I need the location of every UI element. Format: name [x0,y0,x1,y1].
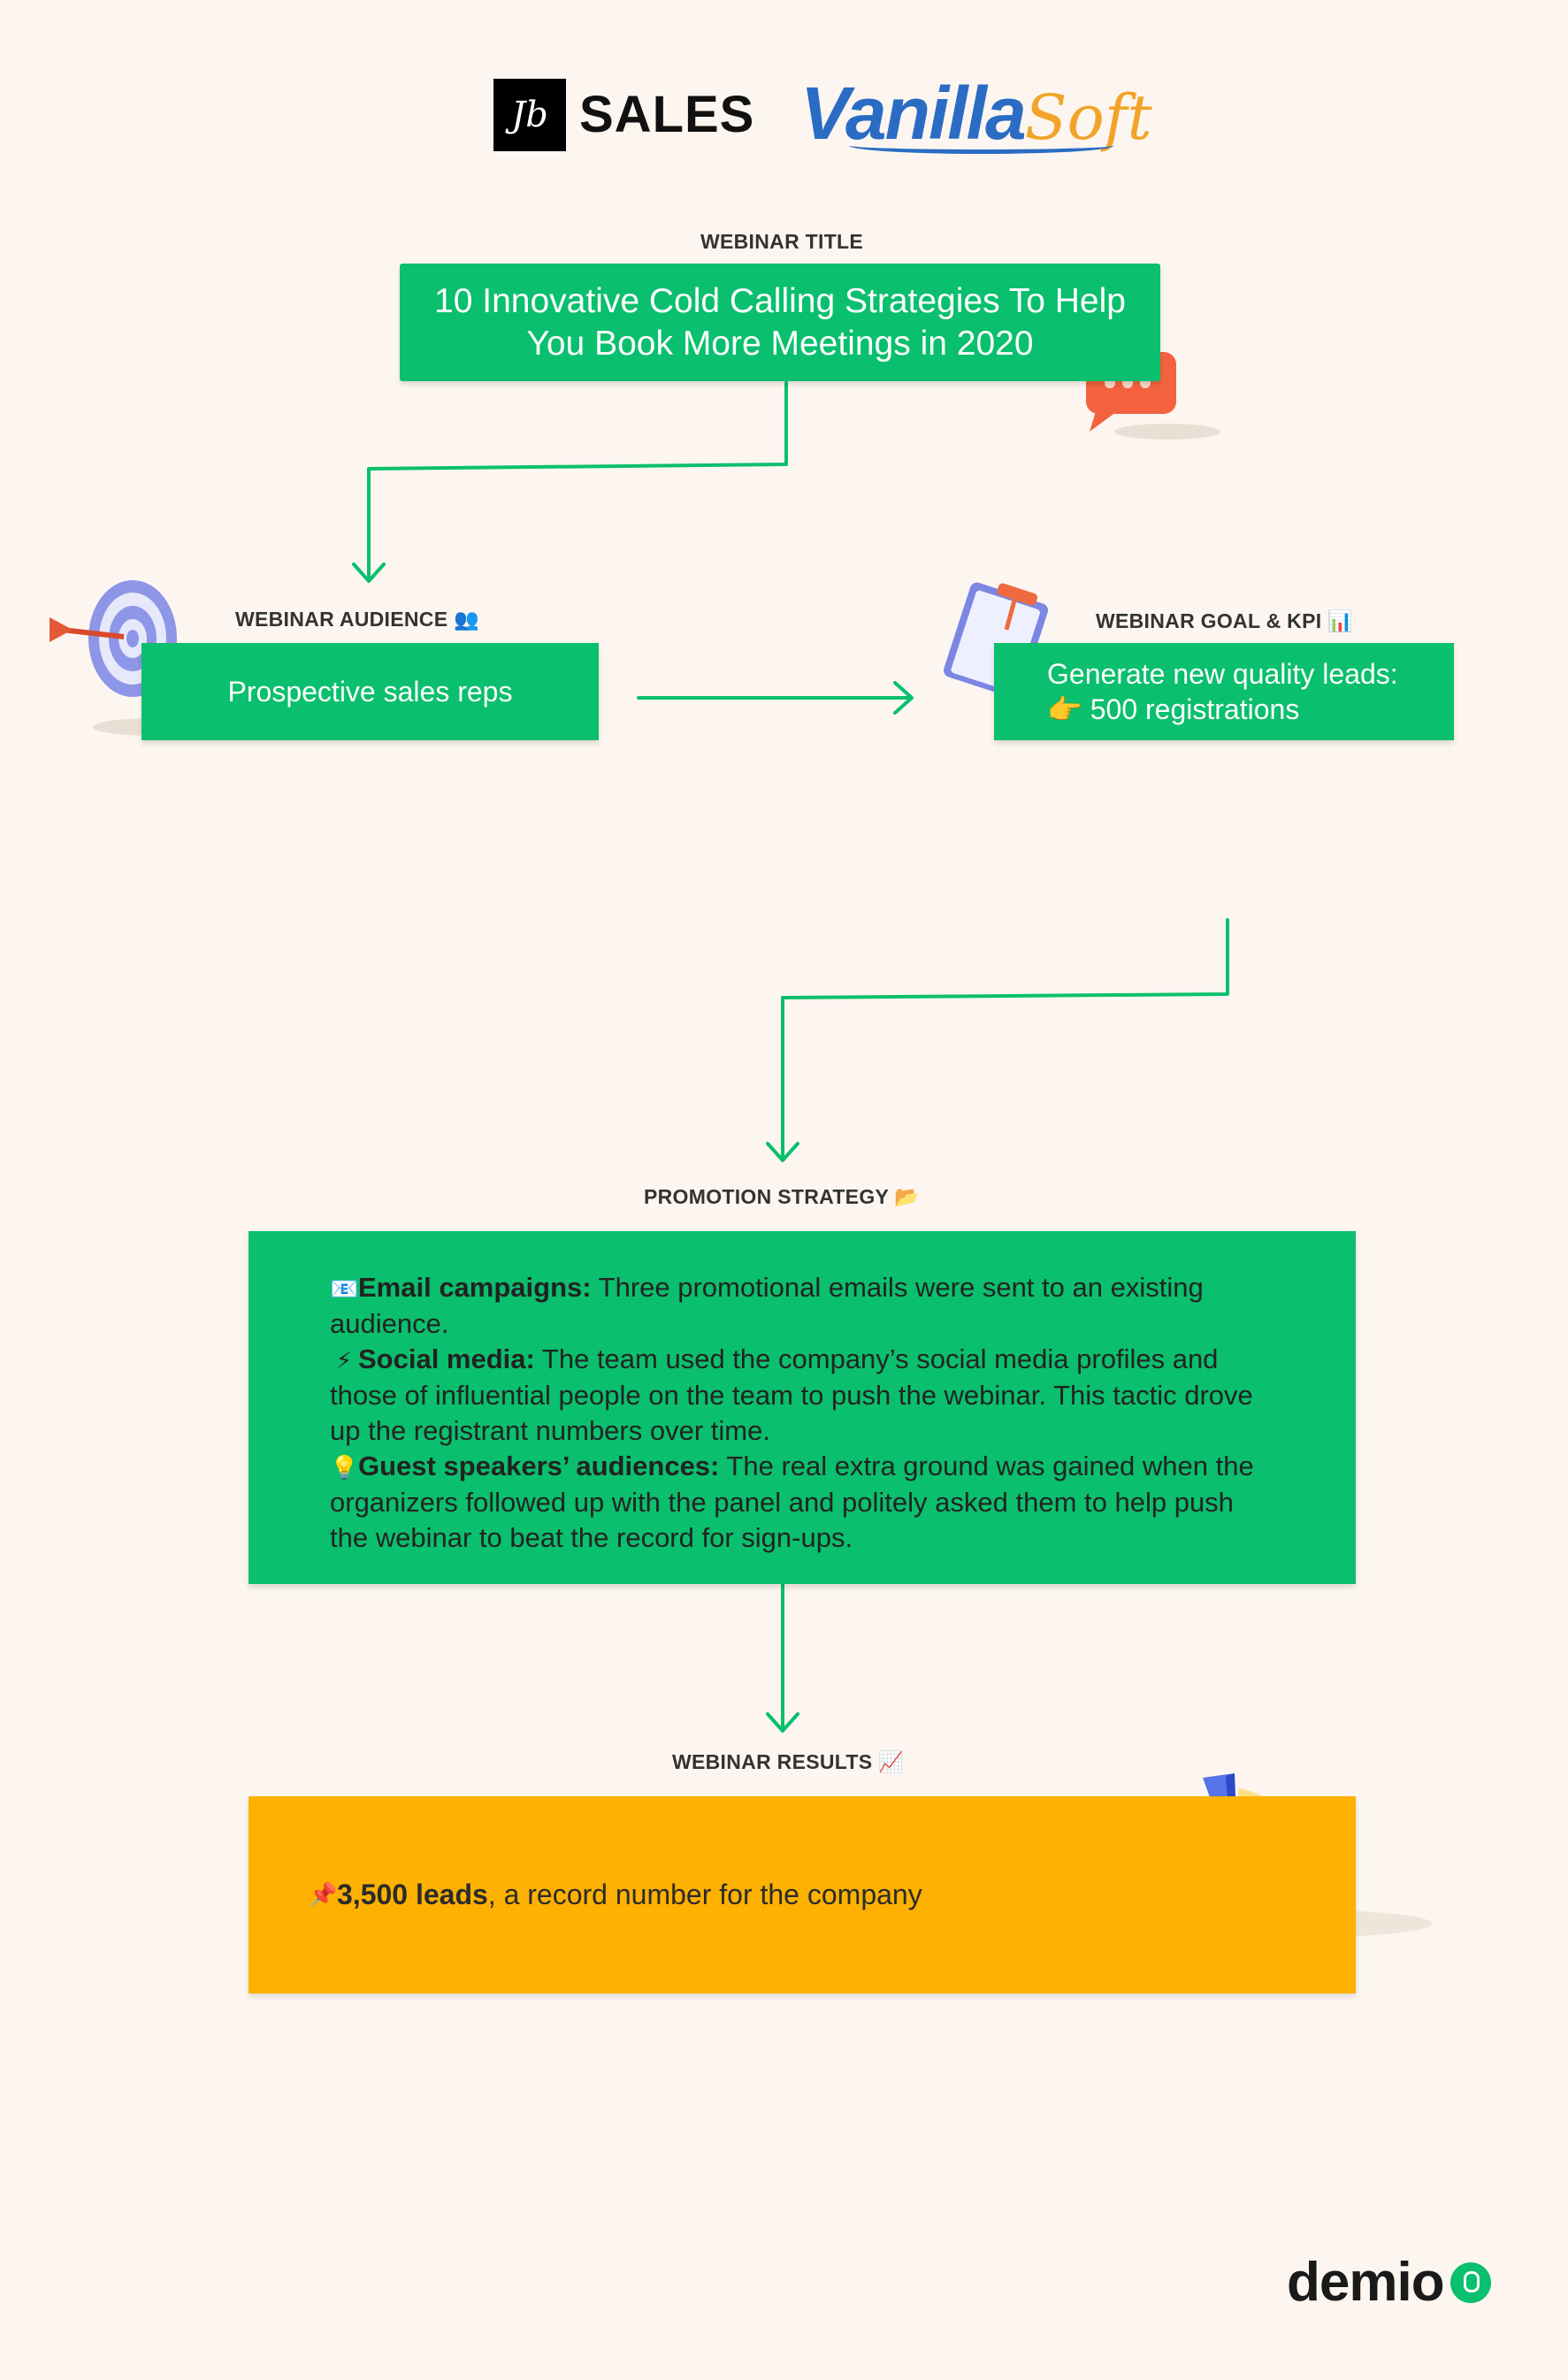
pointing-hand-icon: 👉 [1047,693,1082,725]
webinar-goal-line1: Generate new quality leads: [1047,658,1398,690]
promotion-item-title: Social media: [358,1343,535,1374]
webinar-title-label: WEBINAR TITLE [700,230,864,253]
lightning-icon: ⚡ [335,1347,353,1374]
arrowhead-audience [352,562,386,583]
results-text: , a record number for the company [487,1879,922,1910]
webinar-title-line1: 10 Innovative Cold Calling Strategies To… [434,281,1126,320]
email-icon: 📧 [330,1275,359,1302]
arrow-title-to-audience [367,381,788,581]
webinar-title-line2: You Book More Meetings in 2020 [526,324,1034,363]
vanillasoft-swoosh [849,137,1114,154]
webinar-results-label: WEBINAR RESULTS 📈 [672,1750,905,1773]
promotion-item-email: 📧Email campaigns: Three promotional emai… [330,1270,1276,1342]
webinar-goal-line2-wrap: 👉 500 registrations [1047,692,1454,727]
demio-logo-icon [1450,2262,1491,2303]
arrowhead-results [766,1712,799,1733]
sales-logo-text: SALES [579,86,755,143]
promotion-item-title: Guest speakers’ audiences: [358,1450,720,1481]
arrow-goal-to-promotion [781,918,1229,1160]
promotion-strategy-box: 📧Email campaigns: Three promotional emai… [249,1231,1356,1584]
promotion-item-text: The real extra ground was gained when th… [330,1450,1254,1553]
pushpin-icon: 📌 [309,1881,338,1908]
arrowhead-goal [893,681,914,715]
lightbulb-icon: 💡 [330,1454,359,1481]
webinar-audience-label: WEBINAR AUDIENCE 👥 [235,608,479,631]
webinar-audience-box: Prospective sales reps [142,643,599,740]
webinar-goal-line2: 500 registrations [1090,693,1300,725]
arrowhead-promotion [766,1142,799,1162]
webinar-audience-text: Prospective sales reps [227,675,513,708]
promotion-item-title: Email campaigns: [358,1272,592,1303]
results-highlight: 3,500 leads [337,1879,488,1910]
promotion-item-guest-speakers: 💡Guest speakers’ audiences: The real ext… [330,1449,1276,1556]
demio-logo-text: demio [1287,2252,1445,2313]
promotion-item-social: ⚡Social media: The team used the company… [330,1342,1276,1449]
webinar-goal-box: Generate new quality leads: 👉 500 regist… [994,643,1454,740]
promotion-strategy-label: PROMOTION STRATEGY 📂 [644,1185,921,1208]
webinar-title-box: 10 Innovative Cold Calling Strategies To… [400,264,1160,381]
promotion-item-text: The team used the company’s social media… [330,1343,1253,1446]
webinar-results-box: 📌 3,500 leads, a record number for the c… [249,1796,1356,1994]
promotion-item-text: Three promotional emails were sent to an… [330,1272,1204,1339]
jb-sales-logo-mark: Jb [493,79,566,151]
jb-logo-text: Jb [511,95,548,135]
webinar-goal-label: WEBINAR GOAL & KPI 📊 [1096,609,1354,632]
